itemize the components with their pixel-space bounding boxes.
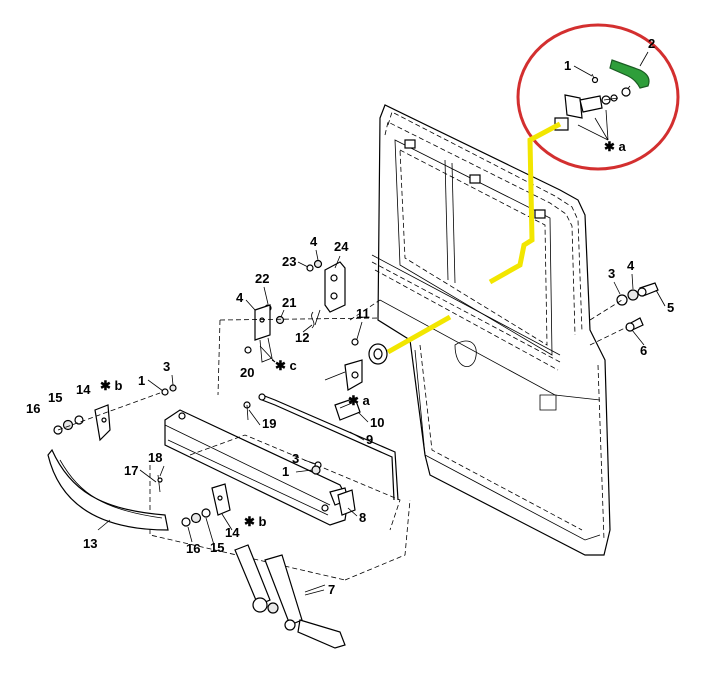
callout-6: 6 xyxy=(640,343,647,358)
callout-20: 20 xyxy=(240,365,254,380)
part-9-rod xyxy=(258,393,399,501)
highlight-region xyxy=(516,23,680,171)
leader-lines xyxy=(97,51,666,596)
callout-12: 12 xyxy=(295,330,309,345)
callout-1-left: 1 xyxy=(138,373,145,388)
callout-star-a-mid: ✱ a xyxy=(348,393,371,408)
callout-18: 18 xyxy=(148,450,162,465)
callout-22: 22 xyxy=(255,271,269,286)
callout-star-a-top: ✱ a xyxy=(604,139,627,154)
callout-4-mid: 4 xyxy=(236,290,244,305)
latch-assembly xyxy=(554,94,619,141)
mid-washers xyxy=(181,483,231,527)
callout-21: 21 xyxy=(282,295,296,310)
callout-23: 23 xyxy=(282,254,296,269)
part-13-trim xyxy=(47,448,169,531)
part-1-screw-left xyxy=(161,388,169,396)
callout-15-mid: 15 xyxy=(210,540,224,555)
callout-4-right: 4 xyxy=(627,258,635,273)
part-7-mechanism xyxy=(234,544,346,649)
callout-9: 9 xyxy=(366,432,373,447)
callout-16-left: 16 xyxy=(26,401,40,416)
callout-15-left: 15 xyxy=(48,390,62,405)
parts-upper-middle xyxy=(217,259,381,396)
callout-11: 11 xyxy=(356,306,370,321)
left-washers xyxy=(53,392,161,442)
callout-1-lower: 1 xyxy=(282,464,289,479)
part-8-bracket xyxy=(337,489,356,516)
callouts: 1 2 ✱ a 3 4 5 6 23 4 24 22 4 21 12 11 ✱ … xyxy=(26,36,674,597)
callout-4-upper: 4 xyxy=(310,234,318,249)
callout-5: 5 xyxy=(667,300,674,315)
callout-10: 10 xyxy=(370,415,384,430)
callout-13: 13 xyxy=(83,536,97,551)
callout-star-b-mid: ✱ b xyxy=(244,514,267,529)
callout-3-right: 3 xyxy=(608,266,615,281)
part-2-handle xyxy=(609,59,650,97)
callout-2: 2 xyxy=(648,36,655,51)
door-frame xyxy=(371,104,611,556)
part-3-washer-left xyxy=(169,384,177,392)
callout-17: 17 xyxy=(124,463,138,478)
callout-14-mid: 14 xyxy=(225,525,240,540)
callout-19: 19 xyxy=(262,416,276,431)
callout-14-left: 14 xyxy=(76,382,91,397)
yellow-leaders xyxy=(386,121,562,355)
callout-star-c: ✱ c xyxy=(275,358,297,373)
highlight-circle xyxy=(516,23,680,171)
callout-1-top: 1 xyxy=(564,58,571,73)
parts-11-latch xyxy=(324,338,388,421)
callout-16-mid: 16 xyxy=(186,541,200,556)
part-18-pin xyxy=(157,474,161,493)
callout-3-lower: 3 xyxy=(292,451,299,466)
callout-8: 8 xyxy=(359,510,366,525)
callout-3-left: 3 xyxy=(163,359,170,374)
parts-3-4-5-6 xyxy=(589,282,659,346)
callout-7: 7 xyxy=(328,582,335,597)
callout-star-b-left: ✱ b xyxy=(100,378,123,393)
callout-24: 24 xyxy=(334,239,349,254)
part-1-screw-lower xyxy=(311,465,321,475)
